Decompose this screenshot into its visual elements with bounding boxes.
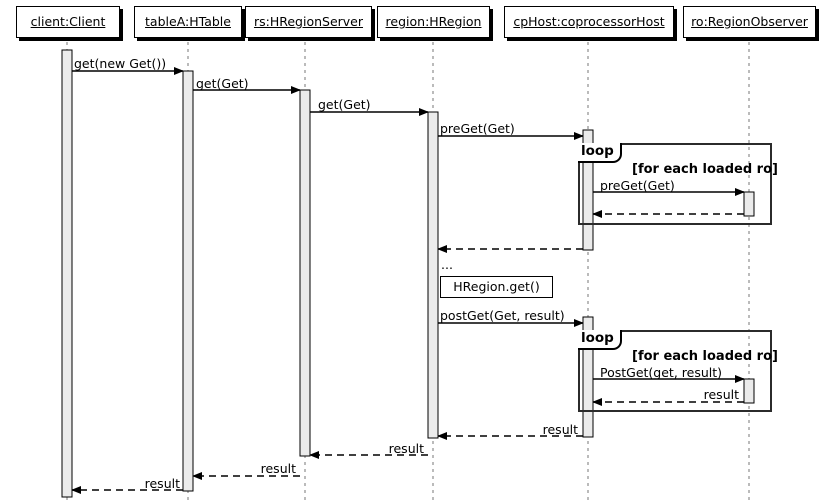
- message-label-m3: get(Get): [318, 97, 371, 112]
- participant-label-tableA: tableA:HTable: [145, 13, 231, 29]
- activation-bar-act-rs: [299, 89, 311, 457]
- messages-group: [67, 67, 745, 494]
- participant-box-ro[interactable]: ro:RegionObserver: [683, 6, 816, 38]
- message-label-m14: result: [144, 476, 180, 491]
- participant-label-cpHost: cpHost:coprocessorHost: [513, 13, 665, 29]
- participant-label-rs: rs:HRegionServer: [253, 13, 364, 29]
- activation-bar-act-tableA: [182, 70, 194, 492]
- activation-bar-act-client: [61, 49, 73, 498]
- message-label-m12: result: [388, 441, 424, 456]
- activation-bar-act-cpHost-1: [582, 129, 594, 251]
- activation-bar-act-ro-1: [743, 191, 755, 217]
- loop-tab-label-loop-2: loop: [581, 330, 614, 347]
- message-label-m11: result: [542, 422, 578, 437]
- lifelines-group: [66, 42, 750, 503]
- participant-label-client: client:Client: [30, 13, 106, 29]
- message-label-m1: get(new Get()): [74, 56, 167, 71]
- message-label-m13: result: [260, 461, 296, 476]
- activations-group: [61, 49, 755, 498]
- note-fold-corner: [544, 277, 552, 285]
- loop-guard-loop-1: [for each loaded ro]: [632, 162, 778, 177]
- message-label-m4: preGet(Get): [440, 121, 515, 136]
- message-label-m2: get(Get): [196, 76, 249, 91]
- message-label-m10: result: [703, 387, 739, 402]
- loop-frame-loop-1: [578, 143, 772, 225]
- participant-label-ro: ro:RegionObserver: [691, 13, 808, 29]
- participant-box-client[interactable]: client:Client: [16, 6, 120, 38]
- message-label-m5: preGet(Get): [600, 178, 675, 193]
- participant-box-region[interactable]: region:HRegion: [377, 6, 490, 38]
- participant-label-region: region:HRegion: [385, 13, 482, 29]
- loop-guard-loop-2: [for each loaded ro]: [632, 349, 778, 364]
- note-hregion-get: HRegion.get(): [440, 276, 553, 298]
- loop-tab-loop-1: loop: [578, 143, 622, 163]
- activation-bar-act-cpHost-2: [582, 316, 594, 438]
- participant-box-cpHost[interactable]: cpHost:coprocessorHost: [504, 6, 674, 38]
- message-label-m8: postGet(Get, result): [440, 308, 565, 323]
- loop-tab-label-loop-1: loop: [581, 143, 614, 160]
- participant-box-rs[interactable]: rs:HRegionServer: [245, 6, 372, 38]
- message-label-m9: PostGet(get, result): [600, 365, 723, 380]
- activation-bar-act-ro-2: [743, 378, 755, 404]
- loop-tab-loop-2: loop: [578, 330, 622, 350]
- participant-box-tableA[interactable]: tableA:HTable: [134, 6, 242, 38]
- note-label: HRegion.get(): [453, 278, 540, 294]
- activation-bar-act-region: [427, 111, 439, 439]
- loop-frame-loop-2: [578, 330, 772, 412]
- ellipsis-marker: ...: [441, 257, 453, 272]
